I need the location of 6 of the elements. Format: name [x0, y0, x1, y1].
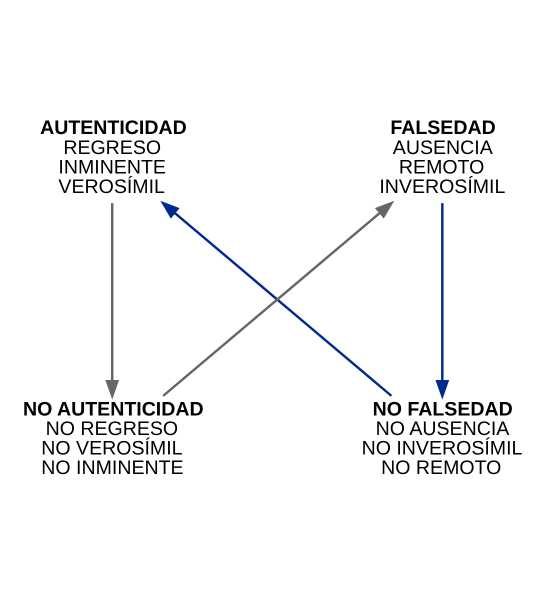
arrow — [105, 203, 120, 400]
arrow — [435, 203, 450, 400]
node-text: FALSEDAD AUSENCIA REMOTO INVEROSÍMIL — [379, 117, 506, 198]
node-text: NO FALSEDAD NO AUSENCIA NO INVEROSÍMIL NO REMOTO — [362, 398, 522, 480]
node-text: NO AUTENTICIDAD NO REGRESO NO VEROSÍMIL NO INMINENTE — [22, 398, 204, 480]
node-text: AUTENTICIDAD REGRESO INMINENTE VEROSÍMIL — [40, 117, 187, 198]
